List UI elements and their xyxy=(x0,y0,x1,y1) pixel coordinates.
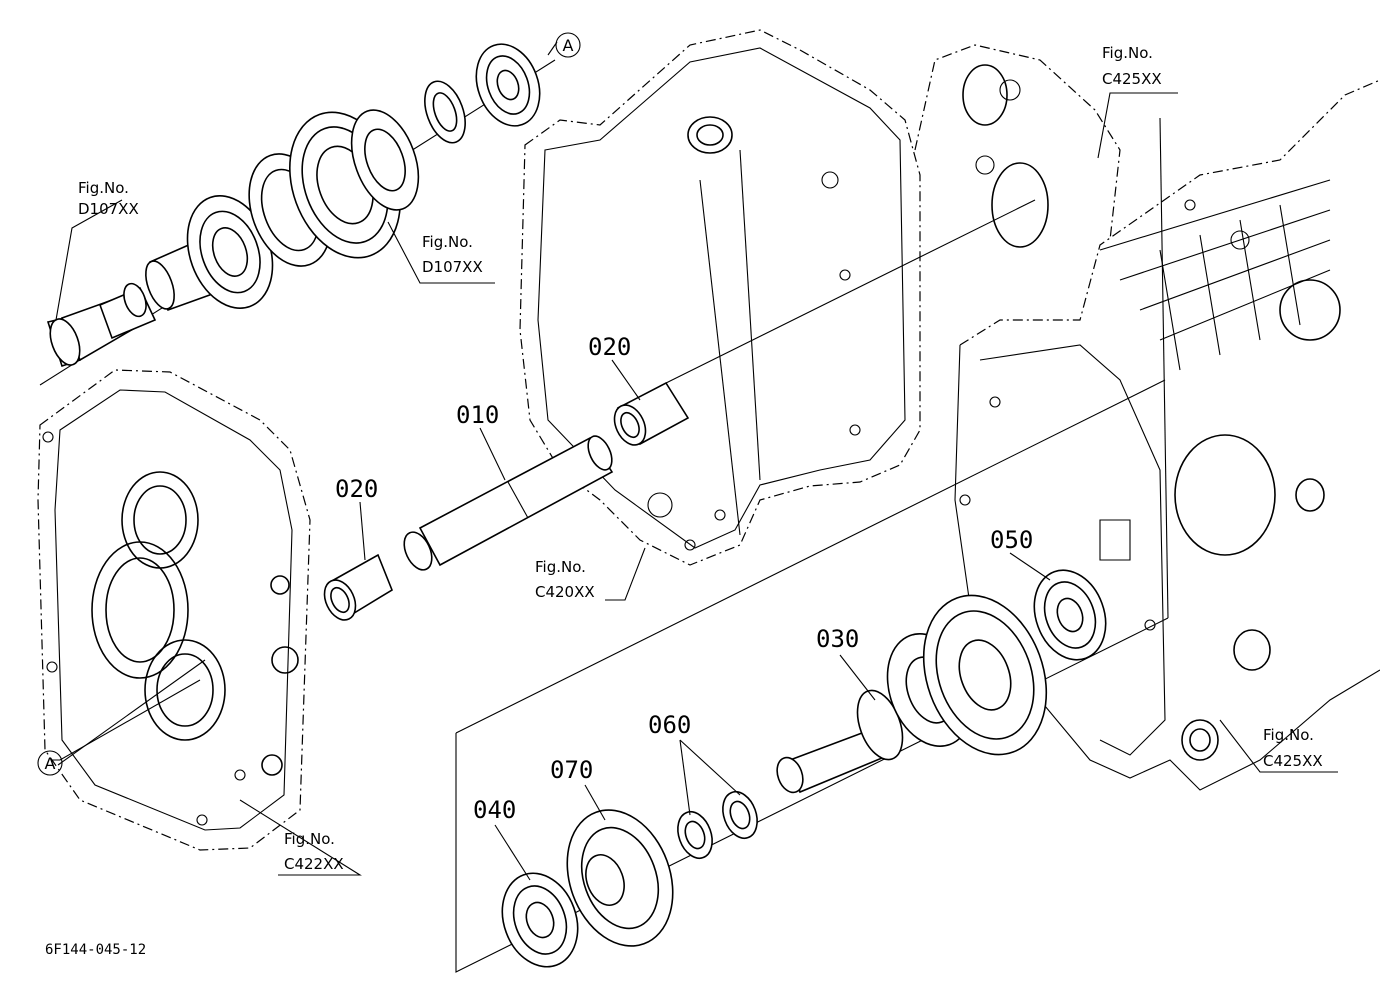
label-020-left: 020 xyxy=(335,475,378,503)
fig-ref-c425-right-code: C425XX xyxy=(1263,752,1323,770)
diagram-code: 6F144-045-12 xyxy=(45,942,146,958)
fig-ref-c425-right-title: Fig.No. xyxy=(1263,726,1314,744)
fig-ref-d107-left-title: Fig.No. xyxy=(78,179,129,197)
fig-ref-c422-code: C422XX xyxy=(284,855,344,873)
fig-ref-c420-code: C420XX xyxy=(535,583,595,601)
fig-ref-c420-title: Fig.No. xyxy=(535,558,586,576)
fig-ref-d107-left-code: D107XX xyxy=(78,200,139,218)
label-050: 050 xyxy=(990,526,1033,554)
middle-housing xyxy=(519,29,1036,566)
marker-a-top-label: A xyxy=(563,36,574,55)
bushing-020-left xyxy=(323,553,393,621)
bushing-020-right xyxy=(613,381,690,446)
gear-070 xyxy=(566,809,674,947)
fig-ref-c422-title: Fig.No. xyxy=(284,830,335,848)
fig-ref-d107-right-title: Fig.No. xyxy=(422,233,473,251)
marker-a-left: A xyxy=(37,750,63,776)
label-010: 010 xyxy=(456,401,499,429)
fig-ref-d107-right-code: D107XX xyxy=(422,258,483,276)
shaft-010 xyxy=(403,435,614,571)
upper-gear-assembly xyxy=(39,43,556,386)
label-040: 040 xyxy=(473,796,516,824)
label-070: 070 xyxy=(550,756,593,784)
leader-lines xyxy=(52,41,1338,881)
marker-a-left-label: A xyxy=(45,754,56,773)
right-housing xyxy=(914,44,1380,791)
gear-shaft-030 xyxy=(776,594,1048,794)
left-housing-cover xyxy=(37,369,311,851)
fig-ref-c425-top-title: Fig.No. xyxy=(1102,44,1153,62)
label-030: 030 xyxy=(816,625,859,653)
figure-references: Fig.No. D107XX Fig.No. D107XX Fig.No. C4… xyxy=(78,44,1323,873)
bearing-050 xyxy=(1033,569,1107,661)
needle-bearings-060 xyxy=(677,790,758,860)
bearing-040 xyxy=(501,872,579,968)
part-labels: 010 020 020 030 040 050 060 070 xyxy=(335,333,1033,824)
fig-ref-c425-top-code: C425XX xyxy=(1102,70,1162,88)
marker-a-top: A xyxy=(555,32,581,58)
lower-gear-assembly xyxy=(455,379,1169,973)
label-060: 060 xyxy=(648,711,691,739)
label-020-right: 020 xyxy=(588,333,631,361)
